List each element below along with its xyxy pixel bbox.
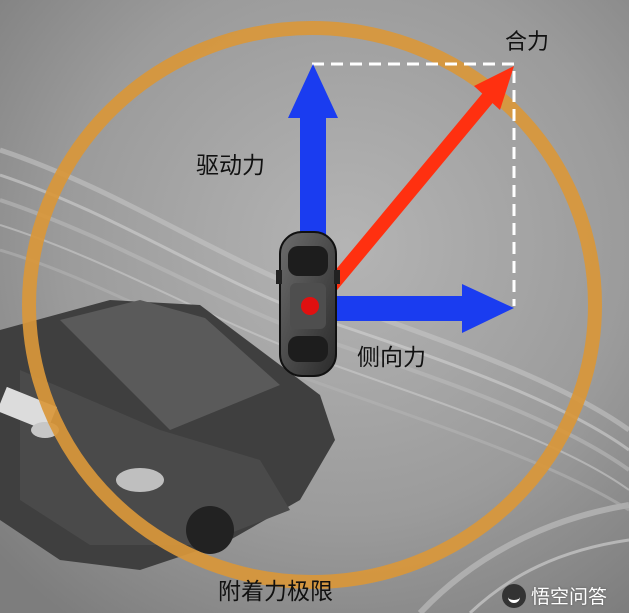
background-car xyxy=(0,300,335,570)
watermark-text: 悟空问答 xyxy=(531,586,608,608)
watermark: 悟空问答 xyxy=(502,582,607,609)
lateral-force-label: 侧向力 xyxy=(357,345,426,371)
top-view-car xyxy=(276,231,340,377)
parallelogram-dashed-lines xyxy=(312,62,516,306)
drive-force-label: 驱动力 xyxy=(196,153,265,179)
adhesion-limit-label: 附着力极限 xyxy=(218,579,333,605)
resultant-force-arrow xyxy=(312,66,514,307)
center-of-mass-dot xyxy=(301,297,319,315)
wukong-logo-icon xyxy=(502,583,526,608)
resultant-force-label: 合力 xyxy=(505,30,550,55)
friction-limit-circle xyxy=(22,21,602,589)
